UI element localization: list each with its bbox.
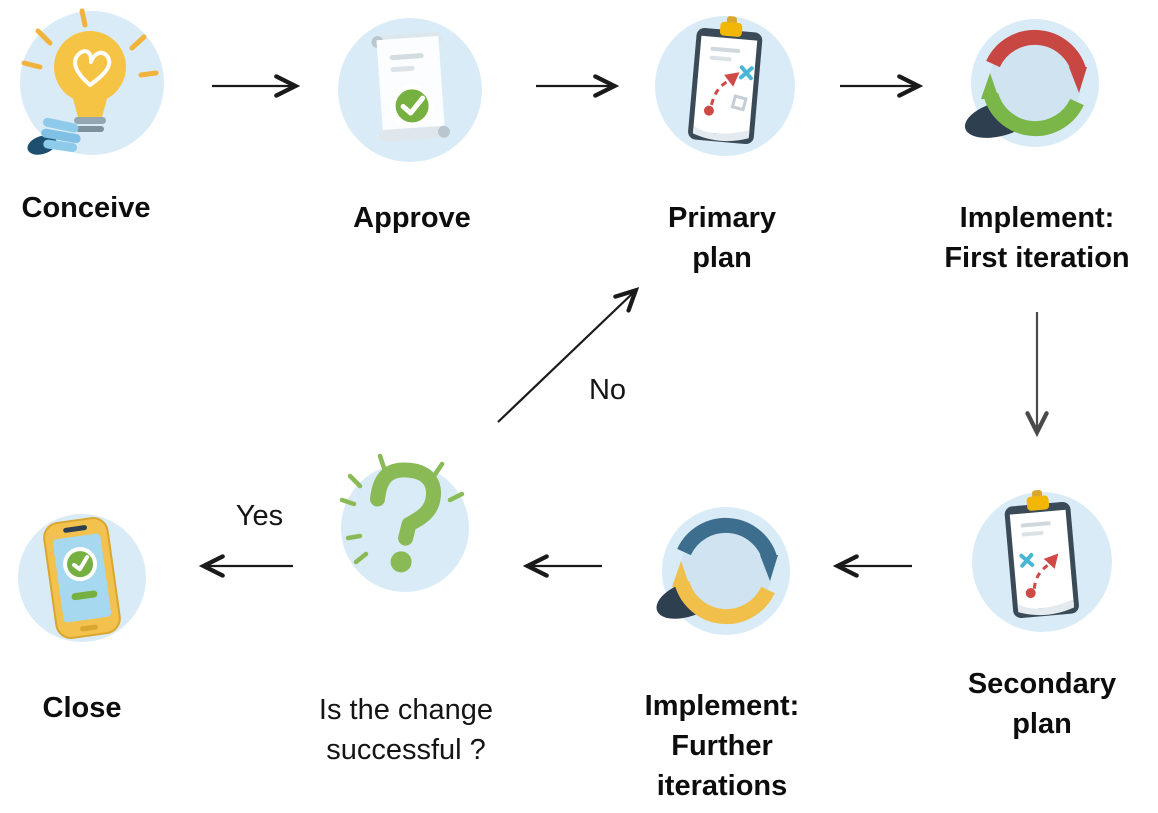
label-line: Secondary — [967, 668, 1117, 700]
label-line: Close — [42, 692, 122, 724]
phone-check-icon — [8, 500, 158, 650]
edge-label-no: No — [588, 374, 627, 406]
node-label-secondary-plan: Secondary plan — [932, 664, 1152, 744]
label-line: Approve — [353, 202, 471, 234]
label-line: Further — [671, 730, 773, 763]
label-line: Implement: — [644, 690, 800, 722]
node-label-implement-further: Implement: Further iterations — [612, 686, 832, 806]
label-line: First iteration — [944, 242, 1130, 275]
cycle-red-green-icon — [952, 5, 1117, 170]
label-line: Implement: — [959, 202, 1115, 234]
cycle-blue-yellow-icon — [645, 495, 805, 655]
node-label-approve: Approve — [322, 198, 502, 238]
label-line: iterations — [656, 770, 788, 803]
label-line: successful ? — [326, 734, 486, 767]
label-line: Is the change — [318, 694, 494, 726]
primary-plan-clipboard-icon — [645, 8, 805, 168]
lightbulb-icon — [8, 5, 168, 165]
edge-label-yes: Yes — [235, 500, 284, 532]
node-label-close: Close — [12, 688, 152, 728]
label-line: plan — [692, 242, 752, 275]
label-line: Conceive — [21, 192, 151, 224]
approved-scroll-icon — [330, 10, 490, 170]
node-label-primary-plan: Primary plan — [632, 198, 812, 278]
label-line: Primary — [667, 202, 776, 234]
label-line: plan — [1012, 708, 1072, 741]
question-mark-icon — [320, 440, 490, 610]
node-label-question: Is the change successful ? — [270, 690, 542, 770]
secondary-plan-clipboard-icon — [962, 482, 1122, 642]
node-label-conceive: Conceive — [0, 188, 174, 228]
arrow-question-primary-no — [497, 292, 634, 423]
node-label-implement-first: Implement: First iteration — [907, 198, 1158, 278]
